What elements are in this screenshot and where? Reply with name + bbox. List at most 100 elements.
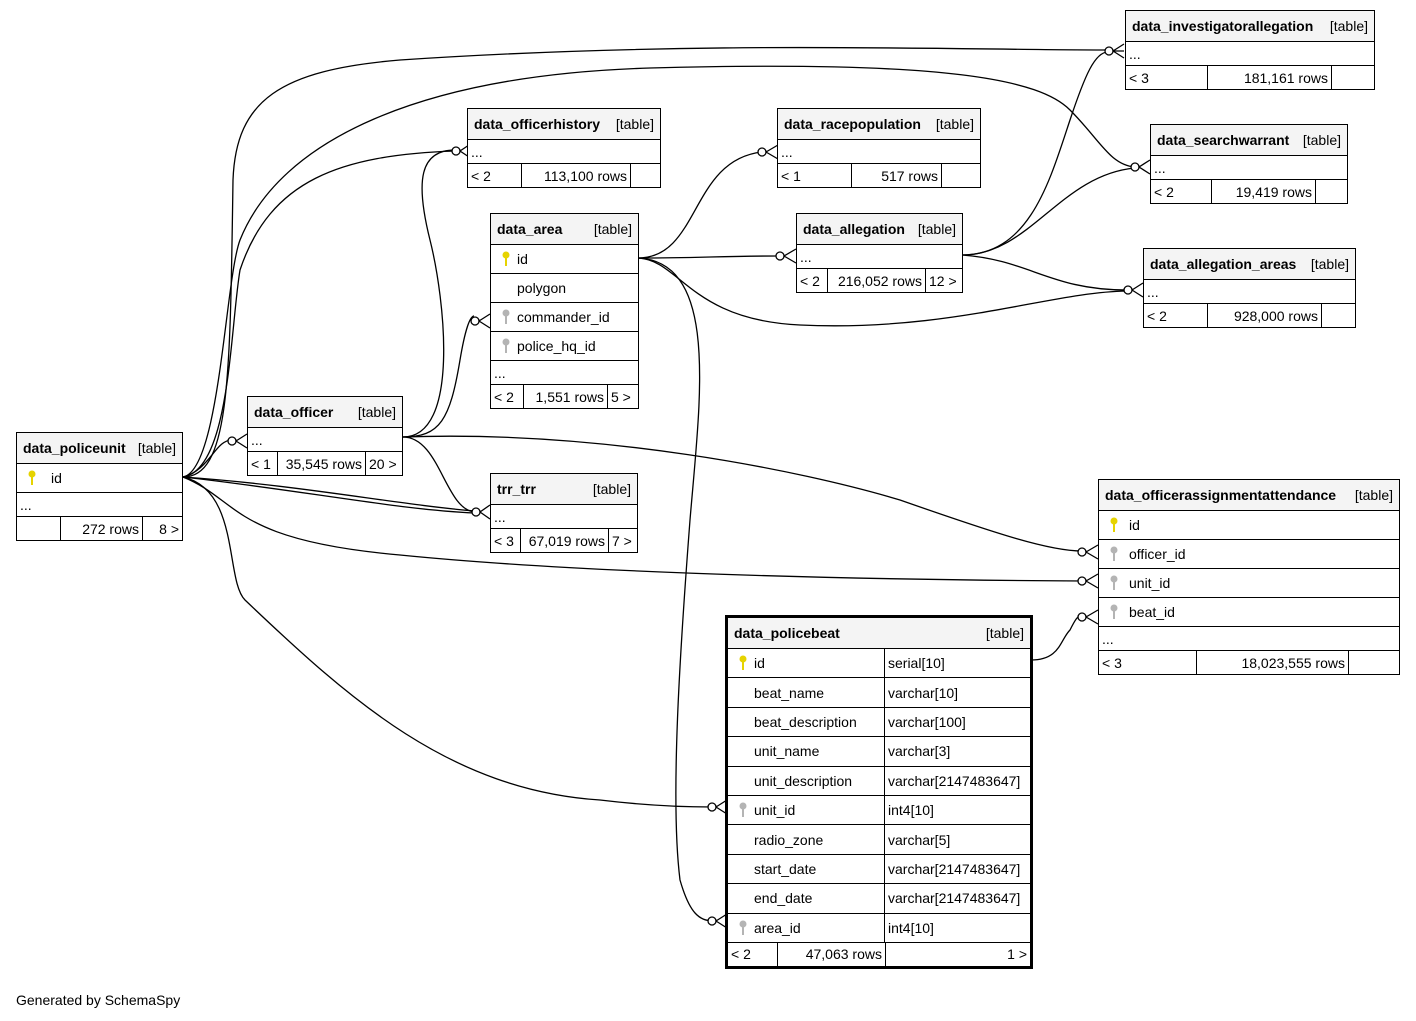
row-count: 216,052 rows: [827, 269, 925, 292]
edge-officer-area: [402, 315, 475, 438]
edge-policeunit-trr-2: [182, 476, 476, 512]
column-name: id: [517, 251, 528, 267]
table-name: data_officerassignmentattendance: [1105, 487, 1337, 503]
edge-area-allegation: [637, 255, 781, 259]
column-row[interactable]: beat_id: [1099, 597, 1399, 626]
children-count: [630, 164, 660, 187]
table-searchwarrant[interactable]: data_searchwarrant[table] ... < 2 19,419…: [1150, 124, 1348, 204]
table-type: [table]: [615, 116, 654, 132]
table-type: [table]: [592, 481, 631, 497]
column-type: varchar[2147483647]: [884, 766, 1030, 795]
children-count: 1 >: [885, 942, 1030, 966]
column-name: id: [1129, 517, 1140, 533]
column-row[interactable]: commander_id: [491, 302, 638, 331]
column-name: polygon: [517, 280, 567, 296]
more-columns: ...: [781, 143, 793, 160]
table-name: data_officer: [254, 404, 334, 420]
table-officerhistory[interactable]: data_officerhistory[table] ... < 2 113,1…: [467, 108, 661, 188]
more-columns: ...: [494, 364, 506, 381]
parents-count: < 2: [800, 272, 820, 289]
edge-allegation-investigatorallegation: [961, 51, 1109, 256]
foreign-key-icon: [495, 338, 517, 354]
table-name: data_searchwarrant: [1157, 132, 1290, 148]
table-policebeat[interactable]: data_policebeat[table] id serial[10] bea…: [725, 615, 1033, 969]
column-type: varchar[2147483647]: [884, 854, 1030, 884]
table-type: [table]: [1329, 18, 1368, 34]
table-type: [table]: [357, 404, 396, 420]
edge-allegation-allegationareas: [961, 254, 1128, 291]
column-name: id: [51, 470, 62, 486]
edge-policeunit-trr-1: [182, 476, 476, 514]
column-row[interactable]: unit_id: [1099, 568, 1399, 597]
parents-count: < 1: [781, 167, 801, 184]
edge-officer-attendance: [402, 435, 1083, 552]
column-row[interactable]: unit_id int4[10]: [728, 794, 1030, 825]
column-row[interactable]: id serial[10]: [728, 648, 1030, 678]
column-name: unit_id: [1129, 575, 1171, 591]
edge-area-racepopulation: [637, 151, 763, 259]
column-row[interactable]: id: [17, 463, 182, 492]
table-name: data_allegation: [803, 221, 905, 237]
primary-key-icon: [495, 251, 517, 267]
table-type: [table]: [137, 440, 176, 456]
column-row[interactable]: beat_description varchar[100]: [728, 706, 1030, 737]
parents-count: < 1: [251, 455, 271, 472]
table-name: data_investigatorallegation: [1132, 18, 1314, 34]
children-count: [1321, 304, 1355, 327]
column-name: commander_id: [517, 309, 610, 325]
column-row[interactable]: id: [1099, 510, 1399, 539]
table-allegation-areas[interactable]: data_allegation_areas[table] ... < 2 928…: [1143, 248, 1356, 328]
column-row[interactable]: unit_name varchar[3]: [728, 736, 1030, 766]
table-racepopulation[interactable]: data_racepopulation[table] ... < 1 517 r…: [777, 108, 981, 188]
table-officer[interactable]: data_officer[table] ... < 1 35,545 rows …: [247, 396, 403, 476]
table-name: trr_trr: [497, 481, 536, 497]
column-type: varchar[2147483647]: [884, 884, 1030, 913]
column-name: start_date: [754, 860, 817, 877]
column-row[interactable]: unit_description varchar[2147483647]: [728, 765, 1030, 795]
edge-policeunit-attendance: [182, 476, 1083, 582]
table-allegation[interactable]: data_allegation[table] ... < 2 216,052 r…: [796, 213, 963, 293]
foreign-key-icon: [732, 802, 754, 818]
edge-policeunit-officerhistory: [182, 150, 456, 478]
column-name: beat_id: [1129, 604, 1175, 620]
more-columns: ...: [494, 508, 506, 525]
row-count: 19,419 rows: [1211, 180, 1315, 203]
more-columns: ...: [251, 431, 263, 448]
table-type: [table]: [593, 221, 632, 237]
edge-area-policebeat: [637, 257, 713, 922]
column-row[interactable]: officer_id: [1099, 539, 1399, 568]
parents-count: < 3: [1102, 654, 1122, 671]
table-name: data_officerhistory: [474, 116, 601, 132]
column-row[interactable]: id: [491, 244, 638, 273]
column-row[interactable]: radio_zone varchar[5]: [728, 824, 1030, 854]
column-row[interactable]: area_id int4[10]: [728, 912, 1030, 942]
column-row[interactable]: end_date varchar[2147483647]: [728, 883, 1030, 913]
edge-officer-officerhistory: [402, 149, 456, 438]
table-trr[interactable]: trr_trr[table] ... < 3 67,019 rows 7 >: [490, 473, 638, 553]
table-type: [table]: [1310, 256, 1349, 272]
column-row[interactable]: beat_name varchar[10]: [728, 677, 1030, 707]
parents-count: [17, 517, 60, 540]
children-count: 5 >: [607, 385, 638, 408]
row-count: 67,019 rows: [520, 529, 608, 552]
table-name: data_allegation_areas: [1150, 256, 1297, 272]
column-row[interactable]: polygon: [491, 273, 638, 302]
table-investigatorallegation[interactable]: data_investigatorallegation[table] ... <…: [1125, 10, 1375, 90]
table-officerassignmentattendance[interactable]: data_officerassignmentattendance[table] …: [1098, 479, 1400, 675]
row-count: 47,063 rows: [777, 942, 885, 966]
primary-key-icon: [732, 655, 754, 671]
children-count: [1315, 180, 1347, 203]
foreign-key-icon: [1103, 604, 1125, 620]
table-policeunit[interactable]: data_policeunit[table] id ... 272 rows 8…: [16, 432, 183, 541]
column-name: unit_id: [754, 802, 796, 819]
table-area[interactable]: data_area[table] id polygon commander_id…: [490, 213, 639, 409]
column-row[interactable]: start_date varchar[2147483647]: [728, 853, 1030, 884]
table-type: [table]: [935, 116, 974, 132]
children-count: 7 >: [608, 529, 637, 552]
row-count: 35,545 rows: [277, 452, 365, 475]
column-row[interactable]: police_hq_id: [491, 331, 638, 360]
more-columns: ...: [1147, 283, 1159, 300]
table-type: [table]: [1354, 487, 1393, 503]
column-name: beat_description: [754, 713, 857, 730]
parents-count: < 2: [1154, 183, 1174, 200]
